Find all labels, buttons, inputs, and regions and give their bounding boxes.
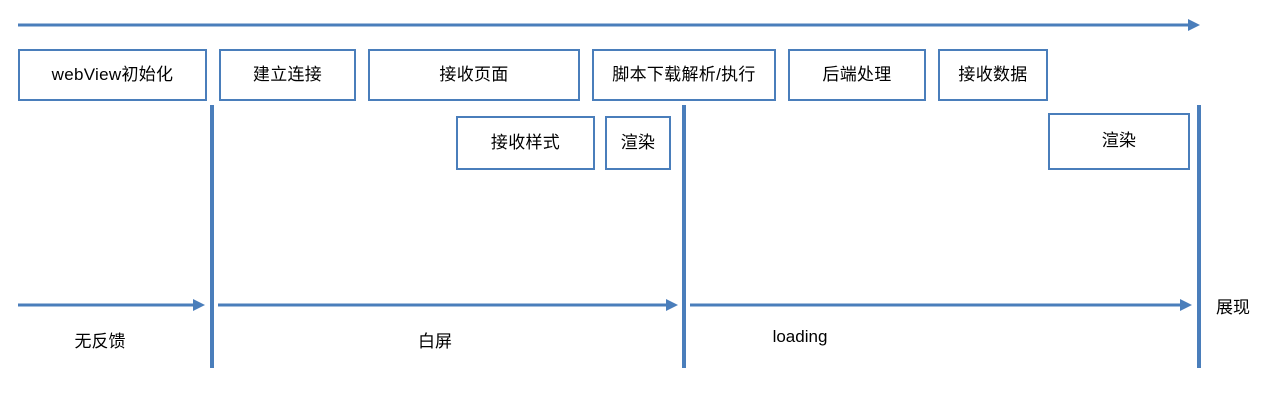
stage-box-label: 接收样式 <box>490 132 561 152</box>
stage-box-primary-5: 接收数据 <box>938 49 1048 101</box>
phase-divider-1 <box>210 105 214 368</box>
stage-box-secondary-0: 接收样式 <box>456 116 595 170</box>
stage-box-primary-0: webView初始化 <box>18 49 207 101</box>
stage-box-label: 建立连接 <box>252 64 323 84</box>
phase-divider-2 <box>682 105 686 368</box>
end-state-label: 展现 <box>1216 298 1250 317</box>
stage-box-primary-2: 接收页面 <box>368 49 580 101</box>
stage-box-label: webView初始化 <box>51 64 174 84</box>
stage-box-primary-4: 后端处理 <box>788 49 926 101</box>
phase-arrow-no-feedback <box>18 298 205 312</box>
stage-box-label: 接收数据 <box>958 64 1028 84</box>
stage-box-primary-3: 脚本下载解析/执行 <box>592 49 776 101</box>
stage-box-label: 接收页面 <box>439 64 509 84</box>
stage-box-secondary-2: 渲染 <box>1048 113 1190 170</box>
stage-box-primary-1: 建立连接 <box>219 49 356 101</box>
phase-label-1: 白屏 <box>418 332 452 351</box>
stage-box-label: 脚本下载解析/执行 <box>612 64 756 84</box>
phase-arrow-loading <box>690 298 1192 312</box>
phase-divider-3 <box>1197 105 1201 368</box>
timeline-axis-arrow <box>18 18 1200 32</box>
phase-label-2: loading <box>772 327 828 346</box>
stage-box-label: 渲染 <box>1101 131 1137 151</box>
stage-box-label: 后端处理 <box>822 64 892 84</box>
phase-arrow-white-screen <box>218 298 678 312</box>
stage-box-secondary-1: 渲染 <box>605 116 671 170</box>
phase-label-0: 无反馈 <box>74 332 126 351</box>
stage-box-label: 渲染 <box>620 132 656 152</box>
